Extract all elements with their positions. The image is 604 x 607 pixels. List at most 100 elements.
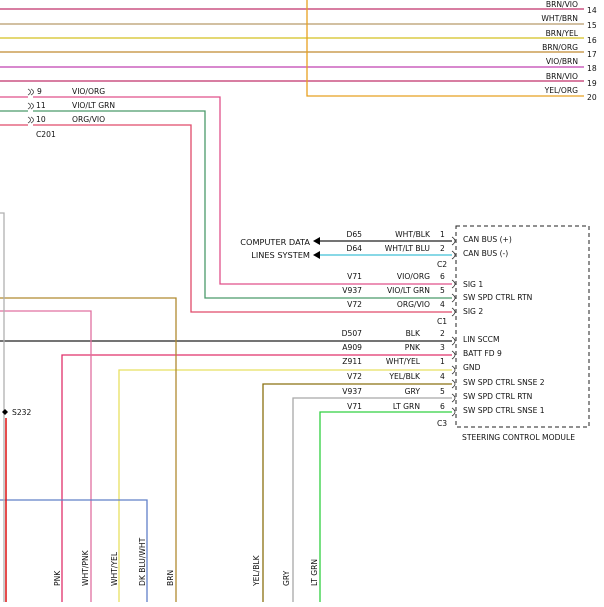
bottom-wire-label: GRY [282, 570, 291, 586]
module-contact-symbol [451, 236, 456, 246]
top-wire-label: YEL/ORG [544, 86, 578, 95]
bottom-wire-label: LT GRN [310, 559, 319, 586]
c201-wire-label: VIO/LT GRN [72, 101, 115, 110]
module-pin: 5 [440, 286, 445, 295]
circuit-id: V71 [347, 402, 362, 411]
bottom-wire-label: WHT/PNK [81, 549, 90, 586]
module-contact-symbol [451, 250, 456, 260]
module-signal: CAN BUS (-) [463, 249, 508, 258]
top-wire-pin: 14 [587, 6, 597, 15]
circuit-id: V71 [347, 272, 362, 281]
wire-lt-grn [319, 411, 452, 602]
module-signal: SIG 1 [463, 280, 483, 289]
top-wire-label: BRN/VIO [546, 0, 578, 9]
steering-control-module: STEERING CONTROL MODULE [455, 225, 590, 442]
connector-symbol [27, 88, 34, 96]
wire-dk-blu-wht [0, 499, 148, 602]
module-signal: SW SPD CTRL SNSE 1 [463, 406, 545, 415]
arrow-icon [313, 237, 320, 245]
computer-data-lines: COMPUTER DATA LINES SYSTEM [240, 237, 320, 260]
wire-gray-left [0, 212, 5, 602]
module-pin: 1 [440, 357, 445, 366]
module-signal: SW SPD CTRL RTN [463, 392, 532, 401]
connector-id: C2 [437, 260, 447, 269]
wire-yel-blk [262, 383, 452, 602]
module-contact-symbol [451, 407, 456, 417]
computer-data-title: COMPUTER DATA [240, 237, 310, 247]
wire-color: BLK [406, 329, 421, 338]
top-wire-pin: 16 [587, 36, 597, 45]
module-pin: 2 [440, 244, 445, 253]
module-rows: D65 WHT/BLK 1 CAN BUS (+) D64 WHT/LT BLU… [342, 230, 545, 428]
top-harness-labels: BRN/VIO 14 WHT/BRN 15 BRN/YEL 16 BRN/ORG… [541, 0, 596, 102]
wire-wht-pnk [0, 310, 92, 602]
wire-vio-lt-grn [33, 110, 452, 299]
module-signal: CAN BUS (+) [463, 235, 512, 244]
top-wire-pin: 20 [587, 93, 597, 102]
wire-wht-yel [118, 369, 452, 602]
wire-color: WHT/BLK [395, 230, 431, 239]
module-signal: SW SPD CTRL SNSE 2 [463, 378, 545, 387]
module-signal: GND [463, 363, 481, 372]
wire-color: YEL/BLK [388, 372, 421, 381]
wire-color: GRY [405, 387, 421, 396]
connector-id: C1 [437, 317, 447, 326]
wire-color: PNK [405, 343, 421, 352]
wire-pnk [61, 354, 452, 602]
module-signal: SIG 2 [463, 307, 483, 316]
top-wire-pin: 17 [587, 50, 597, 59]
module-contact-symbol [451, 307, 456, 317]
circuit-id: D507 [342, 329, 363, 338]
top-wire-label: WHT/BRN [541, 14, 578, 23]
wire-org-vio [33, 124, 452, 313]
c201-wire-label: VIO/ORG [72, 87, 105, 96]
bottom-wire-label: WHT/YEL [110, 551, 119, 586]
wire-color: ORG/VIO [397, 300, 430, 309]
module-pin: 4 [440, 372, 445, 381]
connector-id: C3 [437, 419, 447, 428]
c201-pin: 10 [36, 115, 46, 124]
module-contact-symbol [451, 279, 456, 289]
module-contact-symbol [451, 293, 456, 303]
circuit-id: V937 [342, 286, 362, 295]
c201-wire-label: ORG/VIO [72, 115, 105, 124]
circuit-id: Z911 [342, 357, 362, 366]
module-name: STEERING CONTROL MODULE [462, 433, 575, 442]
wire-color: VIO/LT GRN [387, 286, 430, 295]
splice-diamond-icon [2, 409, 8, 415]
splice-s232: S232 [2, 408, 31, 417]
module-pin: 1 [440, 230, 445, 239]
top-wire-label: BRN/YEL [546, 29, 579, 38]
wire-color: WHT/YEL [386, 357, 421, 366]
module-pin: 6 [440, 272, 445, 281]
splice-name: S232 [12, 408, 31, 417]
bottom-wire-label: DK BLU/WHT [138, 537, 147, 586]
c201-name: C201 [36, 130, 56, 139]
bottom-wire-labels: PNK WHT/PNK WHT/YEL DK BLU/WHT BRN YEL/B… [53, 537, 319, 587]
module-pin: 4 [440, 300, 445, 309]
top-wire-label: BRN/VIO [546, 72, 578, 81]
wire-color: VIO/ORG [397, 272, 430, 281]
bottom-wire-label: YEL/BLK [252, 554, 261, 587]
top-wire-label: BRN/ORG [542, 43, 578, 52]
computer-data-subtitle: LINES SYSTEM [251, 250, 310, 260]
connector-symbol [27, 116, 34, 124]
wire-brn [0, 297, 177, 602]
module-signal: BATT FD 9 [463, 349, 502, 358]
circuit-id: V937 [342, 387, 362, 396]
wire-color: LT GRN [393, 402, 420, 411]
bottom-wire-label: PNK [53, 570, 62, 586]
circuit-id: D64 [346, 244, 362, 253]
circuit-id: A909 [342, 343, 362, 352]
circuit-id: D65 [346, 230, 362, 239]
module-signal: SW SPD CTRL RTN [463, 293, 532, 302]
top-wire-pin: 19 [587, 79, 597, 88]
circuit-id: V72 [347, 372, 362, 381]
c201-pin: 11 [36, 101, 46, 110]
top-harness-wire [306, 0, 584, 97]
wire-color: WHT/LT BLU [385, 244, 430, 253]
wire-gry [292, 397, 452, 602]
top-wire-label: VIO/BRN [546, 57, 578, 66]
